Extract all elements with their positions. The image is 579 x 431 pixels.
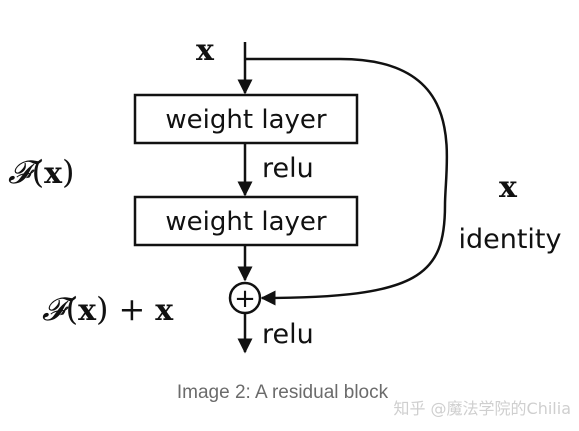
figure-caption: Image 2: A residual block — [176, 382, 389, 403]
weight-layer-2-box — [133, 195, 359, 247]
plus-icon: + — [234, 284, 256, 314]
open-paren: ( — [66, 290, 78, 328]
input-x-label: x — [196, 33, 215, 68]
weight-layer-2-label: weight layer — [165, 207, 326, 237]
sum-expression-label: 𝓕(x)+x — [42, 290, 174, 328]
x-var-2: x — [155, 293, 174, 328]
relu-1-label: relu — [262, 153, 314, 184]
close-paren: ) — [96, 290, 108, 328]
shortcut-x-label: x — [499, 170, 518, 205]
close-paren: ) — [62, 153, 74, 191]
plus-sign: + — [118, 290, 145, 328]
identity-label: identity — [458, 224, 561, 255]
watermark: 知乎 @魔法学院的Chilia — [393, 399, 571, 418]
relu-2-label: relu — [262, 319, 314, 350]
residual-function-label: 𝓕(x) — [8, 153, 74, 191]
weight-layer-1-label: weight layer — [165, 105, 326, 135]
open-paren: ( — [32, 153, 44, 191]
identity-shortcut-arrow — [245, 57, 449, 306]
x-var: x — [44, 156, 63, 191]
x-var: x — [78, 293, 97, 328]
